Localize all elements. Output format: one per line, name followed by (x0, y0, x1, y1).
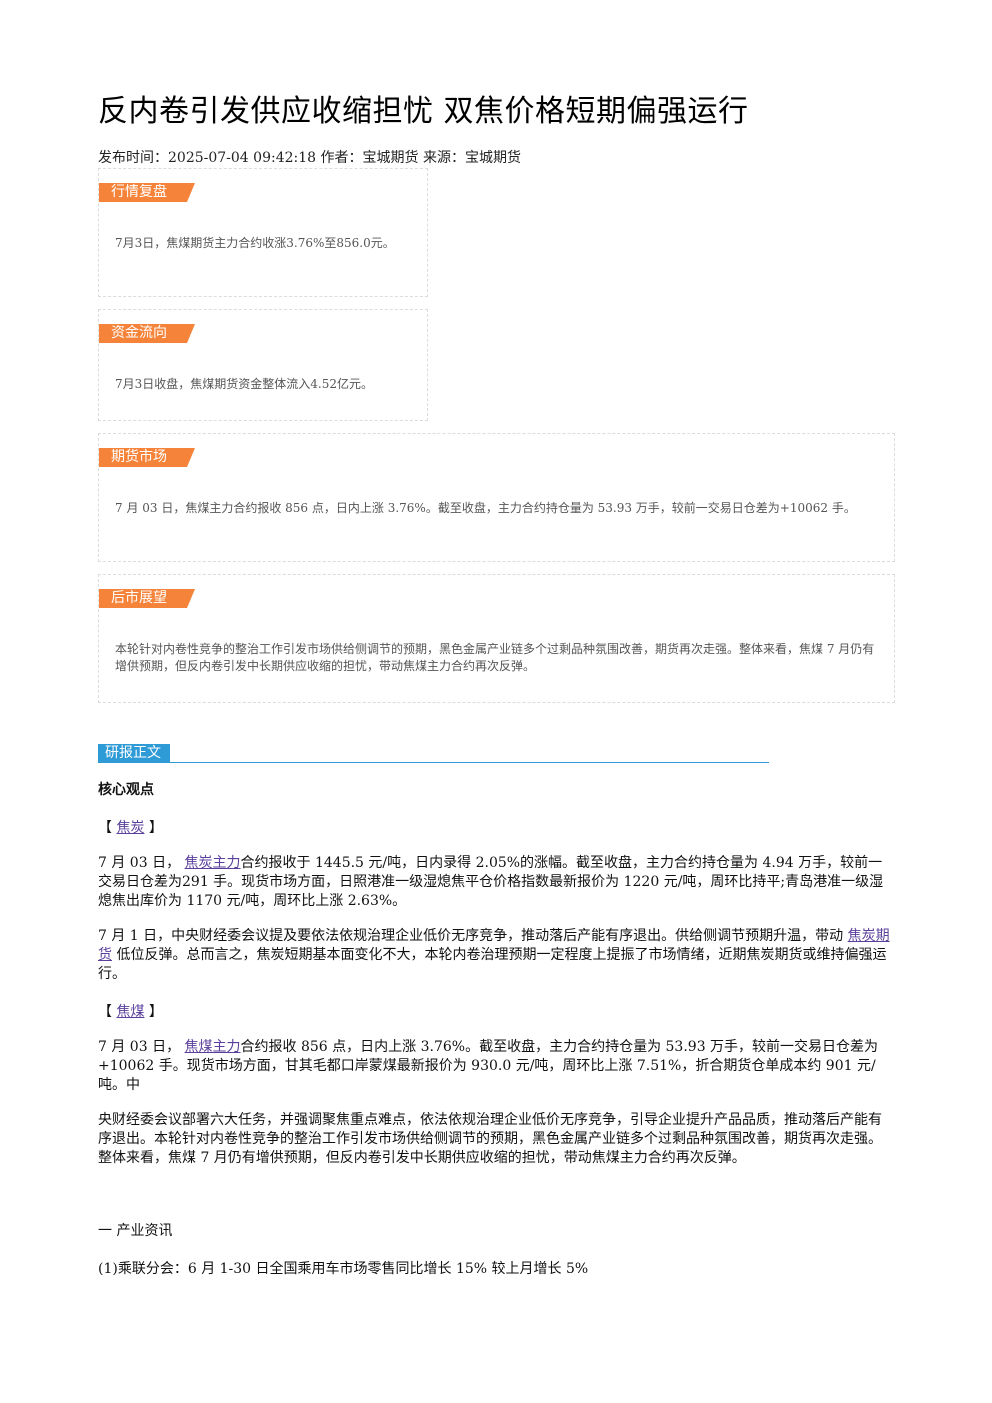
outlook-box: 后市展望 本轮针对内卷性竞争的整治工作引发市场供给侧调节的预期，黑色金属产业链多… (98, 574, 895, 703)
fund-flow-box: 资金流向 7月3日收盘，焦煤期货资金整体流入4.52亿元。 (98, 309, 428, 421)
coke-link[interactable]: 焦炭 (116, 820, 145, 836)
coke-p2-rest: 低位反弹。总而言之，焦炭短期基本面变化不大，本轮内卷治理预期一定程度上提振了市场… (98, 947, 887, 982)
bracket-open: 【 (98, 820, 112, 836)
market-review-tag-label: 行情复盘 (111, 184, 167, 200)
coke-paragraph-2: 7 月 1 日，中央财经委会议提及要依法依规治理企业低价无序竞争，推动落后产能有… (98, 927, 892, 984)
futures-market-text: 7 月 03 日，焦煤主力合约报收 856 点，日内上涨 3.76%。截至收盘，… (115, 501, 856, 515)
market-review-text: 7月3日，焦煤期货主力合约收涨3.76%至856.0元。 (115, 236, 395, 250)
fund-flow-text: 7月3日收盘，焦煤期货资金整体流入4.52亿元。 (115, 377, 373, 391)
fund-flow-tag-label: 资金流向 (111, 325, 167, 341)
outlook-text: 本轮针对内卷性竞争的整治工作引发市场供给侧调节的预期，黑色金属产业链多个过剩品种… (115, 642, 875, 673)
market-review-box: 行情复盘 7月3日，焦煤期货主力合约收涨3.76%至856.0元。 (98, 168, 428, 297)
article-title: 反内卷引发供应收缩担忧 双焦价格短期偏强运行 (98, 94, 749, 129)
report-body-divider (170, 762, 769, 763)
coke-heading: 【 焦炭 】 (98, 819, 892, 838)
coke-p1-rest: 合约报收于 1445.5 元/吨，日内录得 2.05%的涨幅。截至收盘，主力合约… (98, 855, 884, 909)
core-view-heading: 核心观点 (98, 782, 154, 798)
coking-coal-p1-rest: 合约报收 856 点，日内上涨 3.76%。截至收盘，主力合约持仓量为 53.9… (98, 1039, 879, 1093)
coking-coal-link[interactable]: 焦煤 (116, 1004, 145, 1020)
coking-coal-main-contract-link[interactable]: 焦煤主力 (184, 1039, 241, 1055)
futures-market-box: 期货市场 7 月 03 日，焦煤主力合约报收 856 点，日内上涨 3.76%。… (98, 433, 895, 562)
coking-coal-p1-prefix: 7 月 03 日， (98, 1039, 181, 1055)
coke-p2-prefix: 7 月 1 日，中央财经委会议提及要依法依规治理企业低价无序竞争，推动落后产能有… (98, 928, 844, 944)
bracket-open: 【 (98, 1004, 112, 1020)
outlook-tag: 后市展望 (99, 589, 195, 608)
coke-main-contract-link[interactable]: 焦炭主力 (184, 855, 241, 871)
market-review-tag: 行情复盘 (99, 183, 195, 202)
report-body-tag: 研报正文 (98, 744, 170, 763)
coke-paragraph-1: 7 月 03 日， 焦炭主力合约报收于 1445.5 元/吨，日内录得 2.05… (98, 854, 892, 911)
futures-market-tag: 期货市场 (99, 448, 195, 467)
coking-coal-heading: 【 焦煤 】 (98, 1003, 892, 1022)
outlook-tag-label: 后市展望 (111, 590, 167, 606)
coking-coal-paragraph-2: 央财经委会议部署六大任务，并强调聚焦重点难点，依法依规治理企业低价无序竞争，引导… (98, 1112, 882, 1166)
fund-flow-tag: 资金流向 (99, 324, 195, 343)
industry-news-heading: 一 产业资讯 (98, 1223, 173, 1239)
coke-futures-link[interactable]: 焦炭期货 (98, 928, 890, 963)
article-meta: 发布时间：2025-07-04 09:42:18 作者：宝城期货 来源：宝城期货 (98, 150, 521, 166)
coking-coal-paragraph-1: 7 月 03 日， 焦煤主力合约报收 856 点，日内上涨 3.76%。截至收盘… (98, 1038, 892, 1095)
industry-news-item-1: (1)乘联分会：6 月 1-30 日全国乘用车市场零售同比增长 15% 较上月增… (98, 1261, 589, 1277)
bracket-close: 】 (148, 820, 163, 836)
futures-market-tag-label: 期货市场 (111, 449, 167, 465)
bracket-close: 】 (148, 1004, 163, 1020)
coke-p1-prefix: 7 月 03 日， (98, 855, 181, 871)
